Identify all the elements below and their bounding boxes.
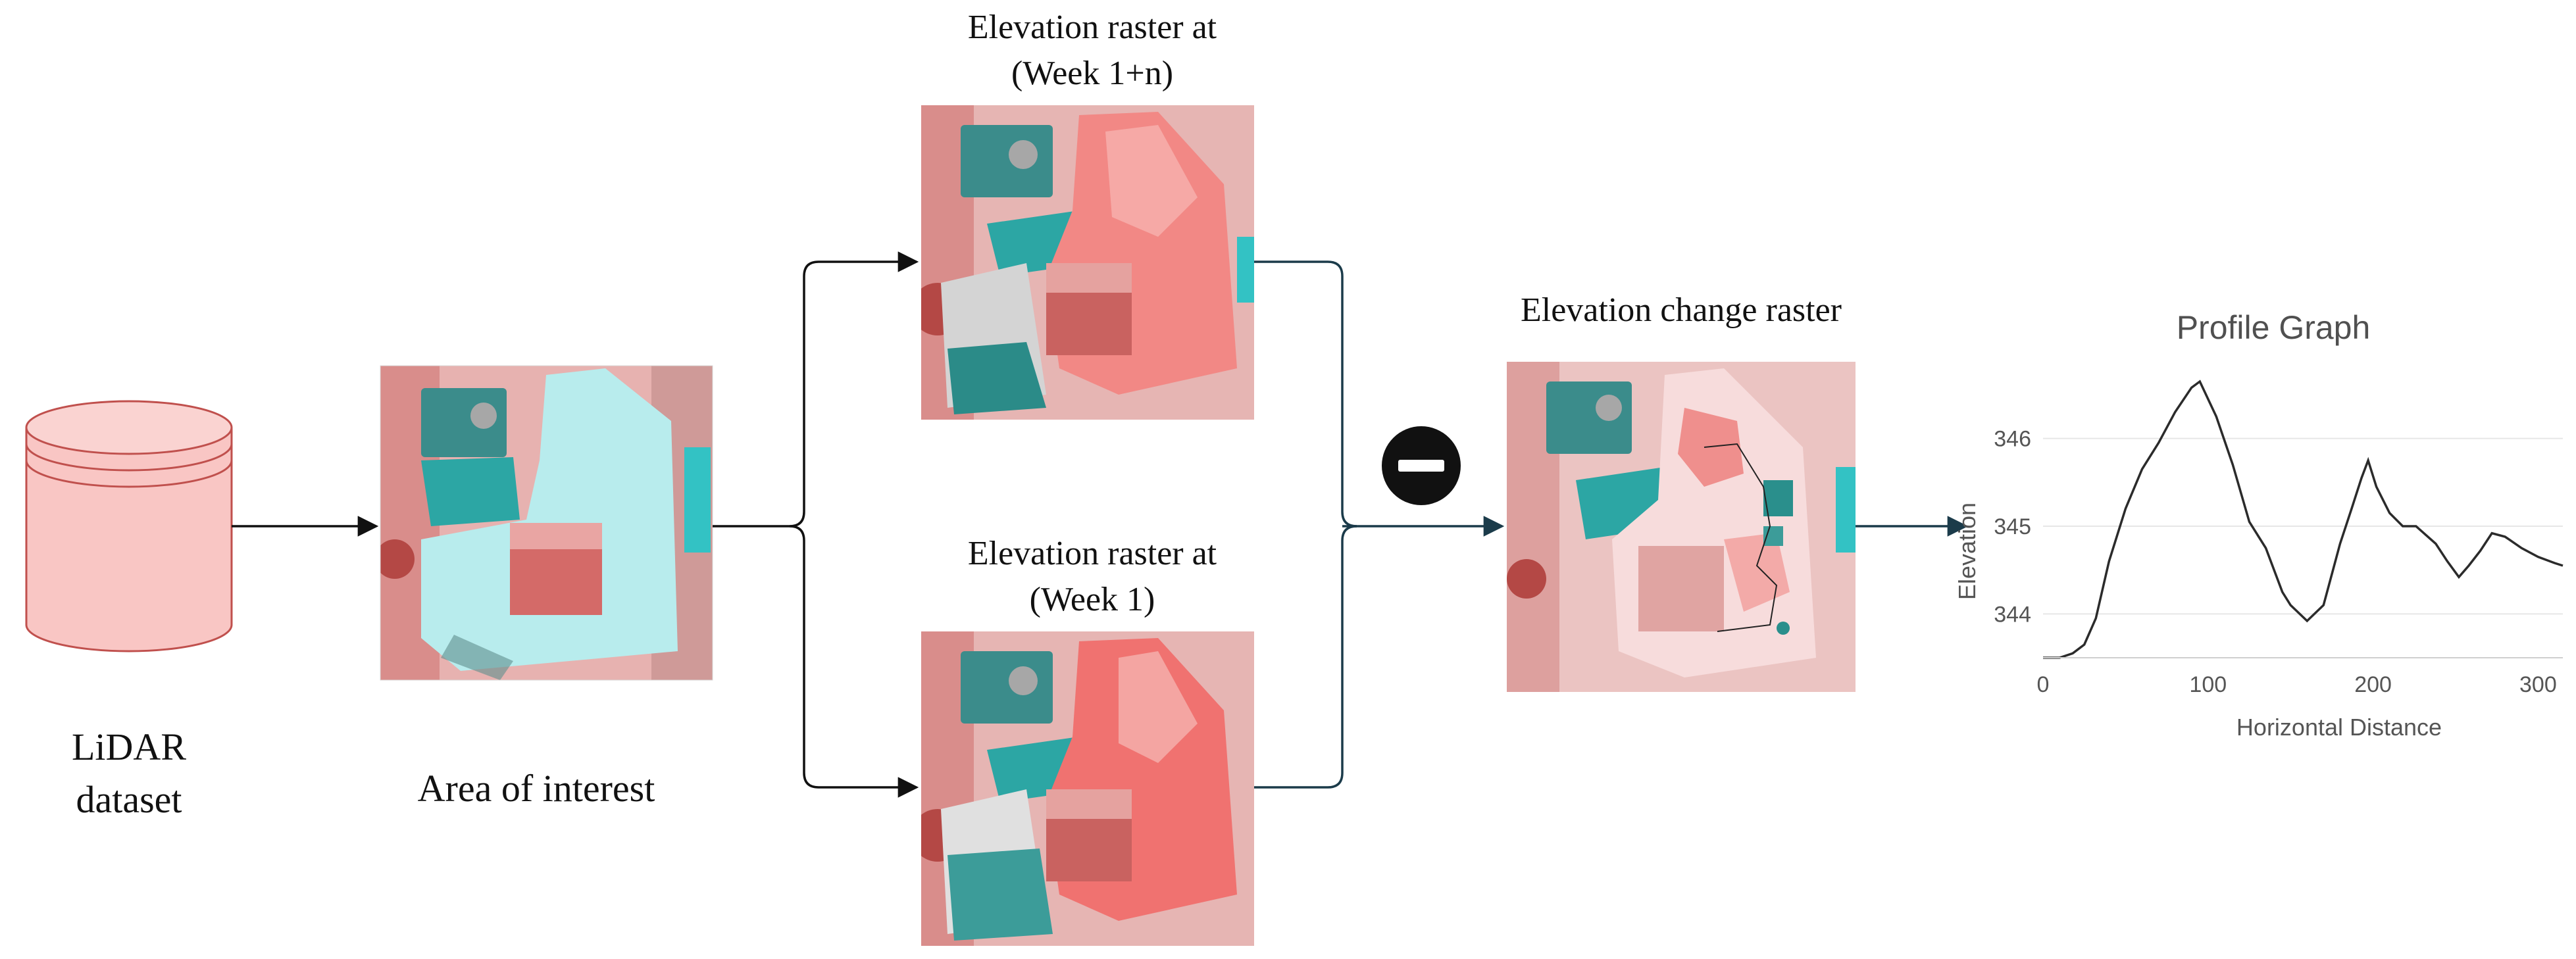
lidar-label-line2: dataset	[76, 778, 182, 821]
y-tick-label: 346	[1994, 427, 2031, 452]
y-tick-label: 345	[1994, 514, 2031, 539]
x-axis-label: Horizontal Distance	[2236, 714, 2442, 741]
flow-connectors	[232, 251, 1969, 798]
week-1-title-line1: Elevation raster at	[968, 535, 1217, 572]
x-tick-label: 300	[2519, 672, 2557, 697]
x-tick-label: 200	[2354, 672, 2392, 697]
y-axis-label: Elevation	[1954, 503, 1981, 600]
x-tick-label: 100	[2189, 672, 2227, 697]
series-line	[2043, 380, 2563, 659]
week-n-title-line2: (Week 1+n)	[1011, 55, 1173, 92]
arrow-aoi-to-week-n	[713, 251, 919, 528]
area-of-interest-image	[380, 366, 713, 680]
lidar-database-icon	[25, 400, 233, 652]
elevation-change-raster-image	[1507, 362, 1856, 692]
chart-title: Profile Graph	[2177, 309, 2371, 346]
profile-graph-chart: Profile Graph 344 345 346 0 100 200 300 Horiz…	[1954, 309, 2563, 741]
change-raster-title: Elevation change raster	[1521, 291, 1842, 329]
week-1-title-line2: (Week 1)	[1030, 581, 1155, 618]
connector-week-n-to-change	[1254, 260, 1357, 528]
elevation-raster-week-n-image	[921, 105, 1254, 420]
elevation-raster-week-1-image	[921, 631, 1254, 946]
week-n-title-line1: Elevation raster at	[968, 9, 1217, 46]
y-tick-label: 344	[1994, 602, 2031, 627]
x-tick-label: 0	[2037, 672, 2050, 697]
lidar-label-line1: LiDAR	[72, 725, 186, 768]
arrow-aoi-to-week-1	[789, 525, 919, 798]
connector-week-1-to-change	[1254, 525, 1357, 789]
minus-circle-icon	[1382, 426, 1461, 505]
area-of-interest-label: Area of interest	[418, 767, 655, 810]
